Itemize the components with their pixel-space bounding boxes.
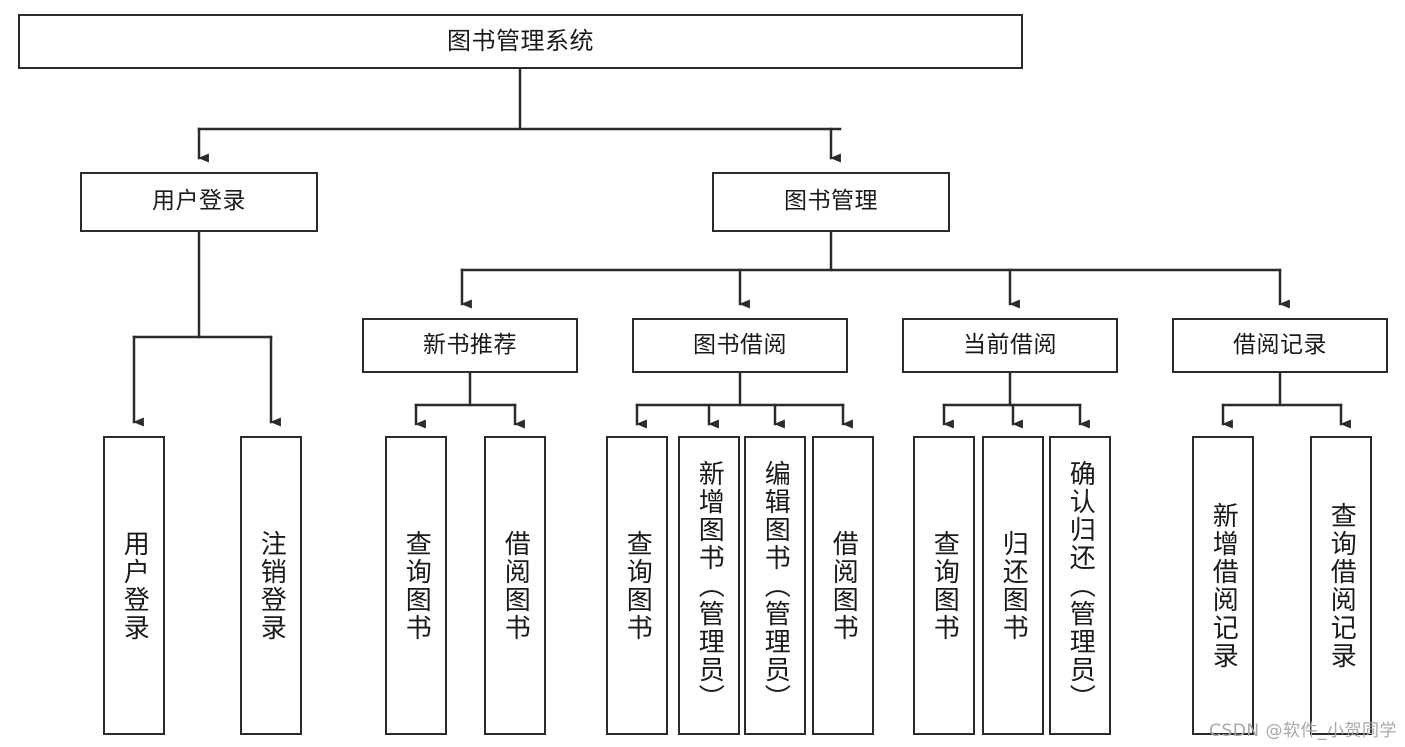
node-leaf-query-book-1[interactable]: 查询图书 [385,436,447,735]
node-root-label: 图书管理系统 [447,27,594,56]
node-borrow-record-label: 借阅记录 [1233,331,1327,358]
node-leaf-query-book-3[interactable]: 查询图书 [913,436,975,735]
node-leaf-add-book-admin[interactable]: 新增图书（管理员） [678,436,740,735]
node-leaf-add-borrow-record[interactable]: 新增借阅记录 [1192,436,1254,735]
node-leaf-edit-book-admin[interactable]: 编辑图书（管理员） [744,436,806,735]
node-leaf-query-book-2-label: 查询图书 [622,529,653,642]
node-leaf-query-book-3-label: 查询图书 [929,529,960,642]
node-leaf-user-login[interactable]: 用户登录 [103,436,165,735]
node-leaf-confirm-return-admin[interactable]: 确认归还（管理员） [1049,436,1111,735]
node-leaf-return-book[interactable]: 归还图书 [982,436,1044,735]
node-leaf-edit-book-admin-label: 编辑图书（管理员） [760,459,791,712]
node-user-login-label: 用户登录 [152,188,246,215]
node-user-login[interactable]: 用户登录 [80,172,318,232]
node-leaf-add-book-admin-label: 新增图书（管理员） [694,459,725,712]
node-leaf-query-book-2[interactable]: 查询图书 [606,436,668,735]
node-leaf-borrow-book-1-label: 借阅图书 [500,529,531,642]
node-book-manage[interactable]: 图书管理 [712,172,950,232]
node-book-manage-label: 图书管理 [784,188,878,215]
node-leaf-user-login-label: 用户登录 [119,529,150,642]
node-leaf-borrow-book-2-label: 借阅图书 [828,529,859,642]
node-leaf-return-book-label: 归还图书 [998,529,1029,642]
node-leaf-query-book-1-label: 查询图书 [401,529,432,642]
node-book-borrow[interactable]: 图书借阅 [632,318,848,373]
node-leaf-borrow-book-1[interactable]: 借阅图书 [484,436,546,735]
node-new-book-rec-label: 新书推荐 [423,331,517,358]
node-leaf-logout[interactable]: 注销登录 [240,436,302,735]
node-leaf-query-borrow-record-label: 查询借阅记录 [1326,501,1357,670]
node-book-borrow-label: 图书借阅 [693,331,787,358]
node-leaf-confirm-return-admin-label: 确认归还（管理员） [1065,459,1096,712]
csdn-watermark: CSDN @软件_小贺同学 [1209,721,1397,741]
node-leaf-add-borrow-record-label: 新增借阅记录 [1208,501,1239,670]
node-borrow-record[interactable]: 借阅记录 [1172,318,1388,373]
node-new-book-rec[interactable]: 新书推荐 [362,318,578,373]
node-leaf-logout-label: 注销登录 [256,529,287,642]
node-current-borrow-label: 当前借阅 [963,331,1057,358]
node-root[interactable]: 图书管理系统 [18,14,1023,69]
node-current-borrow[interactable]: 当前借阅 [902,318,1118,373]
node-leaf-query-borrow-record[interactable]: 查询借阅记录 [1310,436,1372,735]
node-leaf-borrow-book-2[interactable]: 借阅图书 [812,436,874,735]
